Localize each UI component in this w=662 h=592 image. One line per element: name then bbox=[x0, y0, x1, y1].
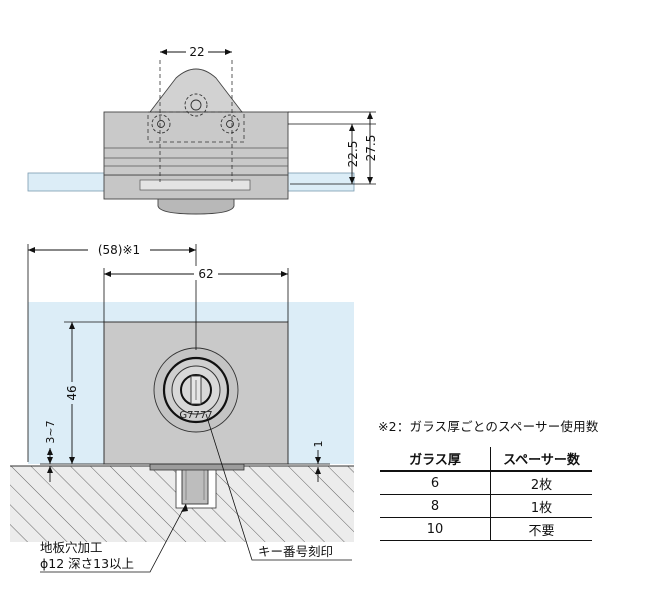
lock-bolt bbox=[181, 467, 209, 505]
dim-62: 62 bbox=[198, 267, 213, 281]
callout-floor-hole: 地板穴加工 ϕ12 深さ13以上 bbox=[40, 503, 188, 573]
table-row: 10 不要 bbox=[380, 517, 592, 541]
spacer-note: ※2：ガラス厚ごとのスペーサー使用数 bbox=[378, 419, 599, 434]
header-glass-thickness: ガラス厚 bbox=[380, 447, 491, 472]
top-view: 22 22.5 27.5 bbox=[27, 44, 378, 215]
key-code: G7777 bbox=[179, 410, 212, 421]
key-engraving-label: キー番号刻印 bbox=[258, 544, 333, 559]
dim-22: 22 bbox=[189, 45, 204, 59]
key-cylinder: G7777 bbox=[153, 347, 239, 433]
front-view: G7777 (58)※1 62 46 3~7 1 bbox=[10, 241, 354, 542]
table-row: 6 2枚 bbox=[380, 471, 592, 495]
table-header-row: ガラス厚 スペーサー数 bbox=[380, 447, 592, 472]
cell-thickness: 6 bbox=[380, 471, 491, 495]
cell-count: 不要 bbox=[490, 517, 592, 541]
dim-46: 46 bbox=[65, 385, 79, 400]
cell-count: 1枚 bbox=[490, 494, 592, 518]
floor-hole-label-2: ϕ12 深さ13以上 bbox=[40, 556, 134, 571]
callout-key-engraving: キー番号刻印 bbox=[205, 413, 352, 561]
screw-heads bbox=[151, 93, 240, 134]
spacer-table-block: ※2：ガラス厚ごとのスペーサー使用数 ガラス厚 スペーサー数 6 2枚 8 1枚… bbox=[378, 416, 650, 541]
spacer-table: ガラス厚 スペーサー数 6 2枚 8 1枚 10 不要 bbox=[380, 447, 592, 541]
lock-body-top bbox=[103, 111, 289, 176]
cell-count: 2枚 bbox=[490, 471, 592, 495]
base-plate bbox=[149, 463, 245, 471]
dim-3-7: 3~7 bbox=[44, 420, 57, 443]
dim-58: (58)※1 bbox=[98, 243, 140, 257]
dim-1: 1 bbox=[312, 441, 325, 448]
dim-27-5: 27.5 bbox=[364, 135, 378, 162]
dim-22-5: 22.5 bbox=[346, 141, 360, 168]
bottom-cap bbox=[157, 197, 235, 215]
cell-thickness: 8 bbox=[380, 494, 491, 518]
table-row: 8 1枚 bbox=[380, 494, 592, 518]
cell-thickness: 10 bbox=[380, 517, 491, 541]
header-spacer-count: スペーサー数 bbox=[490, 447, 592, 472]
floor-hole-label-1: 地板穴加工 bbox=[40, 540, 103, 555]
cylinder-dome bbox=[149, 68, 243, 113]
